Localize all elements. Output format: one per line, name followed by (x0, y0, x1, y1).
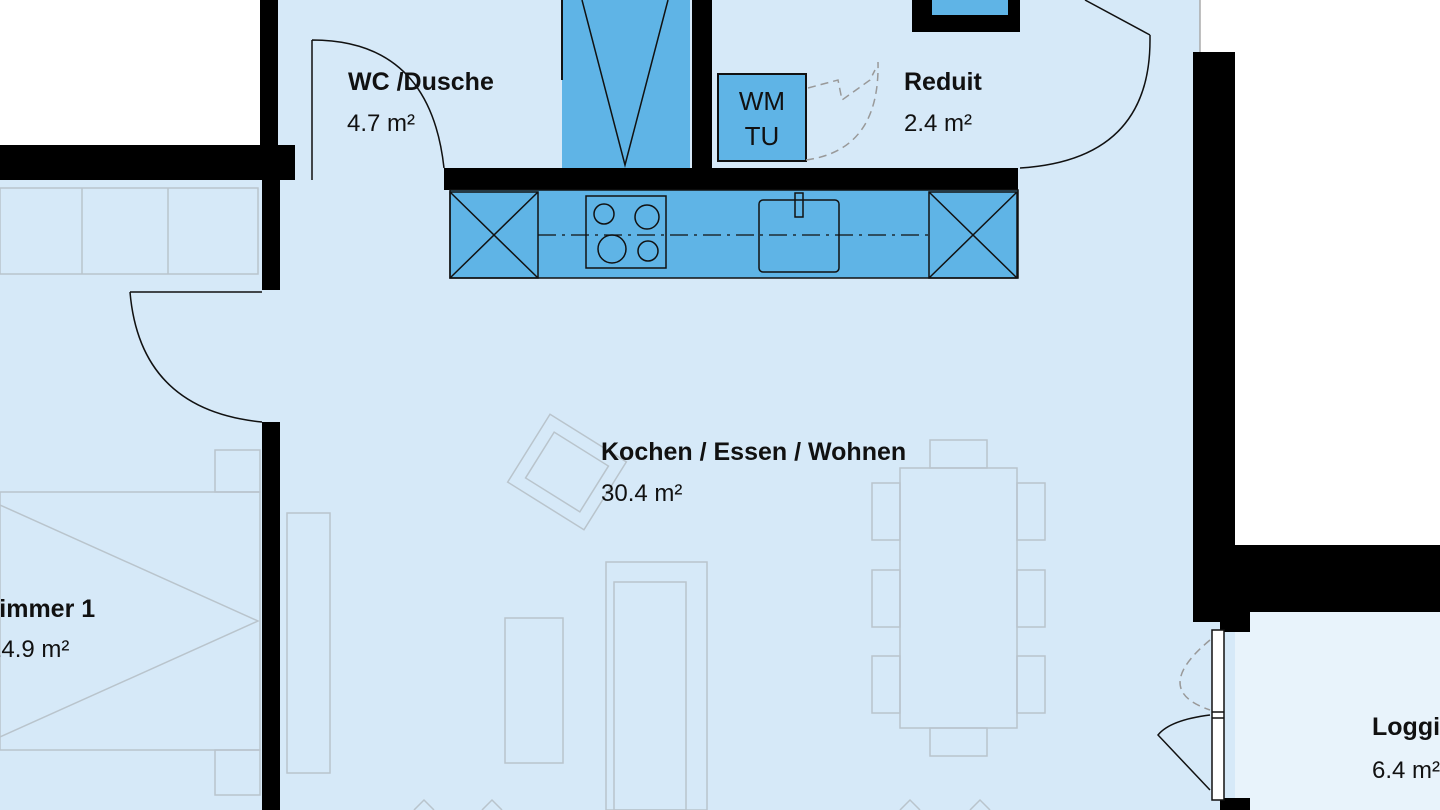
coffee-table (504, 617, 564, 764)
wardrobe (0, 187, 259, 275)
washer-label: WM (739, 86, 785, 116)
shaft (562, 0, 690, 168)
shaft-lines (581, 0, 669, 168)
door-zimmer (129, 291, 263, 423)
sofa (605, 561, 708, 810)
armchair (506, 413, 628, 531)
bed (0, 449, 261, 796)
washer-dryer: WM TU (717, 61, 879, 162)
door-wc (311, 39, 445, 180)
room-name-living: Kochen / Essen / Wohnen (601, 438, 906, 466)
room-area-living: 30.4 m² (601, 480, 682, 507)
room-name-reduit: Reduit (904, 68, 982, 96)
window-fixture (932, 0, 1008, 15)
room-area-wc: 4.7 m² (347, 110, 415, 137)
kitchen-counter (449, 189, 1019, 279)
zimmer-floor-area (0, 170, 270, 810)
room-area-zimmer: 14.9 m² (0, 636, 69, 663)
sideboard (286, 512, 331, 774)
exterior-area (1200, 0, 1440, 52)
room-name-zimmer: Zimmer 1 (0, 595, 95, 623)
dryer-label: TU (745, 121, 780, 151)
loggia-floor-area (1235, 612, 1440, 810)
room-area-reduit: 2.4 m² (904, 110, 972, 137)
room-name-loggia: Loggia (1372, 713, 1440, 741)
loggia-door (1157, 629, 1225, 801)
window-markers (413, 798, 991, 810)
room-name-wc: WC /Dusche (348, 68, 494, 96)
door-reduit (1019, 0, 1151, 169)
dining-table (871, 439, 1046, 757)
room-area-loggia: 6.4 m² (1372, 757, 1440, 784)
cooktop-icon (585, 195, 667, 269)
sink-icon (758, 192, 840, 273)
